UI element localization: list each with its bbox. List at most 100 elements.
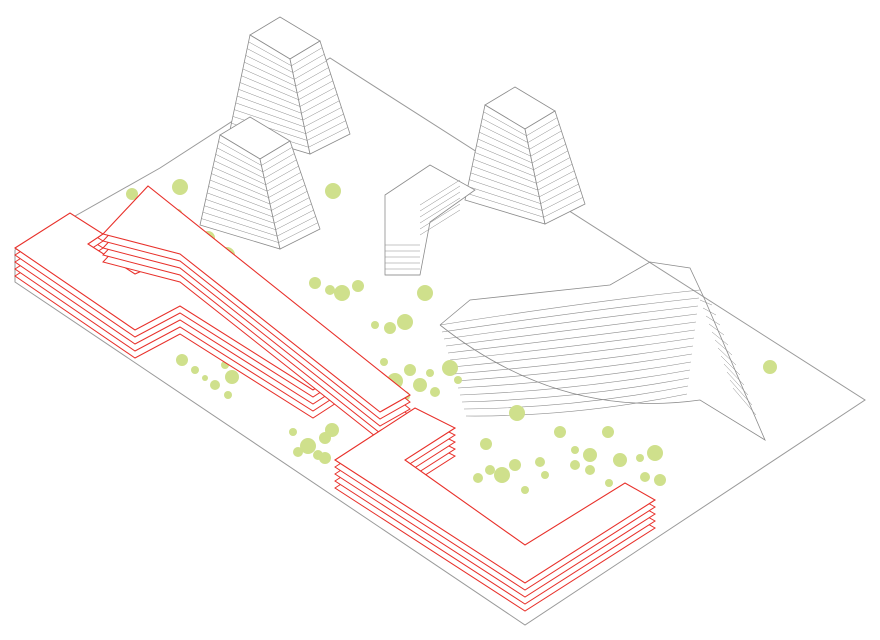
tree — [535, 457, 545, 467]
floor-line — [242, 68, 298, 94]
floor-line — [294, 60, 327, 80]
tree — [763, 360, 777, 374]
tree — [509, 405, 525, 421]
tree — [413, 378, 427, 392]
floor-line — [237, 95, 303, 121]
floor-line — [297, 73, 331, 94]
floor-line — [308, 127, 348, 148]
tree — [554, 426, 566, 438]
floor-line — [536, 163, 573, 184]
floor-line — [305, 113, 344, 134]
floor-line — [214, 160, 266, 185]
floor-line — [218, 141, 262, 166]
terrace-line — [461, 377, 690, 403]
tree — [613, 453, 627, 467]
floor-line — [477, 138, 533, 164]
tree — [585, 465, 595, 475]
floor-line — [304, 107, 342, 128]
tree — [191, 366, 199, 374]
terrace-line — [447, 321, 697, 354]
floor-line — [295, 67, 329, 87]
terrace-line — [465, 393, 688, 417]
terrace-line — [699, 299, 713, 306]
tree — [384, 322, 396, 334]
tree — [202, 375, 208, 381]
floor-line — [277, 216, 316, 237]
terrace-line — [455, 353, 693, 382]
floor-line — [537, 170, 575, 191]
floor-line — [269, 184, 306, 205]
existing-tower-east — [464, 86, 586, 225]
existing-curved-terraces — [439, 261, 766, 442]
floor-line — [480, 125, 530, 150]
existing-tower-west — [199, 116, 321, 250]
floor-line — [527, 124, 560, 143]
tree — [300, 438, 316, 454]
floor-line — [419, 203, 461, 230]
floor-line — [245, 55, 295, 80]
floor-line — [474, 152, 536, 177]
floor-line — [234, 109, 306, 134]
tree — [293, 447, 303, 457]
floor-line — [207, 192, 273, 218]
tree — [225, 370, 239, 384]
floor-line — [239, 82, 301, 107]
existing-buildings — [199, 16, 766, 442]
floor-line — [476, 145, 534, 170]
floor-line — [244, 61, 296, 87]
floor-line — [543, 197, 583, 218]
floor-line — [205, 199, 275, 224]
floor-line — [542, 190, 581, 211]
floor-line — [272, 197, 310, 218]
floor-line — [209, 179, 271, 205]
tree — [334, 285, 350, 301]
terrace-line — [708, 323, 725, 336]
site-outline — [14, 57, 866, 626]
floor-line — [469, 179, 541, 204]
tree — [442, 360, 458, 376]
floor-line — [529, 130, 562, 150]
existing-tower-east-side — [524, 110, 586, 225]
tree — [325, 423, 339, 437]
floor-line — [301, 93, 338, 114]
floor-line — [472, 165, 538, 191]
tree — [430, 387, 440, 397]
terrace-line — [439, 289, 701, 326]
tree — [224, 391, 232, 399]
floor-line — [267, 172, 301, 192]
existing-tower-north-side — [289, 40, 351, 155]
floor-line — [466, 192, 544, 218]
tree — [404, 364, 416, 376]
tree — [319, 452, 331, 464]
tree — [417, 285, 433, 301]
floor-line — [419, 191, 461, 218]
terrace-line — [702, 307, 717, 316]
tree — [380, 358, 388, 366]
floor-line — [539, 177, 577, 198]
tree — [636, 454, 644, 462]
floor-line — [265, 165, 299, 185]
terrace-line — [714, 339, 733, 356]
terrace-line — [453, 345, 694, 375]
floor-line — [208, 186, 272, 211]
terrace-line — [723, 363, 745, 386]
tree — [647, 445, 663, 461]
tree — [605, 479, 613, 487]
proposed-building-wing-roof — [101, 185, 411, 413]
floor-line — [204, 205, 276, 230]
floor-line — [275, 209, 314, 230]
floor-line — [419, 209, 461, 236]
tree — [521, 486, 529, 494]
proposed-buildings — [14, 185, 657, 612]
floor-line — [473, 159, 537, 184]
floor-line — [479, 131, 531, 157]
terrace-line — [463, 385, 689, 410]
tree — [289, 428, 297, 436]
floor-line — [292, 54, 325, 73]
floor-line — [201, 218, 279, 243]
floor-line — [268, 178, 303, 198]
tree — [494, 467, 510, 483]
proposed-building-south-roof — [333, 407, 657, 584]
terrace-line — [720, 355, 741, 376]
